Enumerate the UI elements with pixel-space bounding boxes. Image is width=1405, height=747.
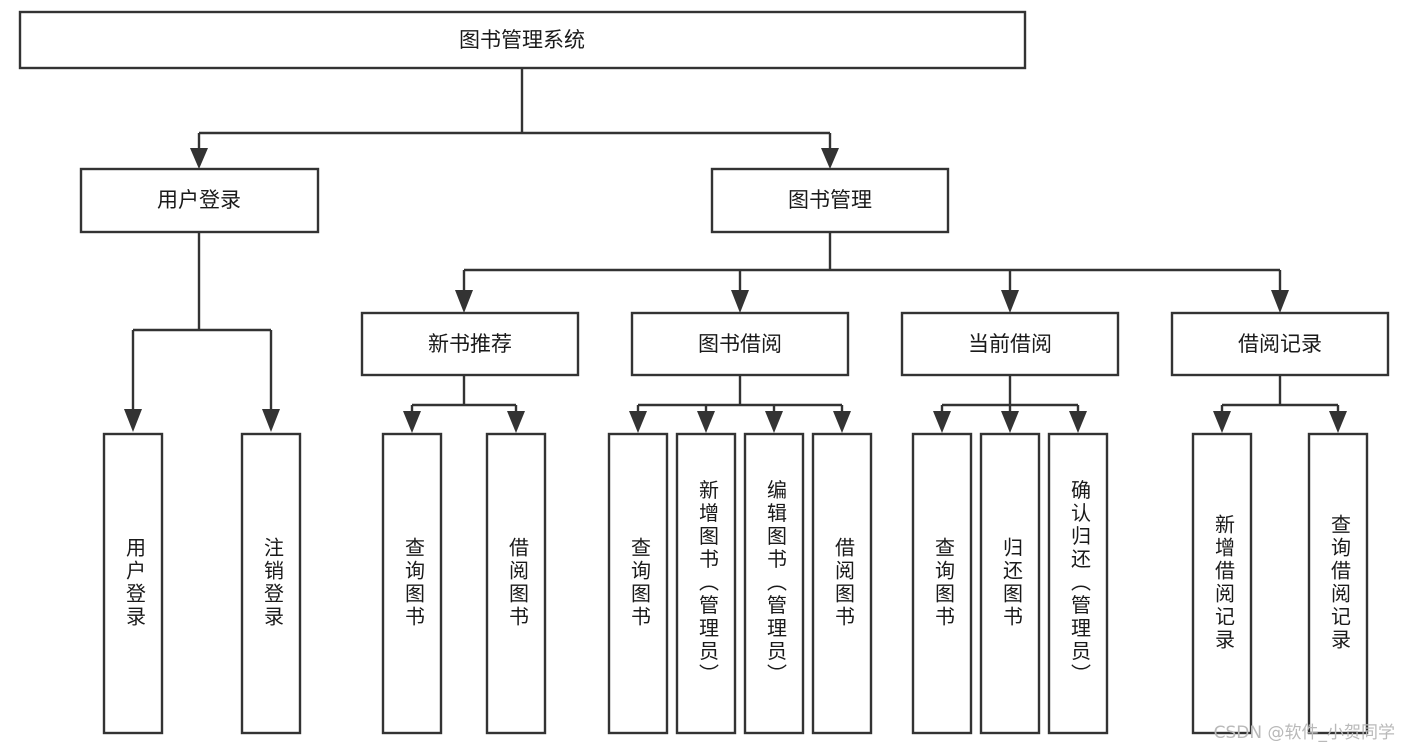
leaf-query-book-1-box[interactable] [381, 432, 443, 735]
arrowhead-leaf-borrow-book-1 [507, 411, 525, 433]
node-borrow-record[interactable]: 借阅记录 [1170, 311, 1390, 377]
leaf-add-book-box[interactable] [675, 432, 737, 735]
node-book-management-box[interactable] [710, 167, 950, 234]
leaf-add-record-label: 新增借阅记录 [1212, 514, 1236, 652]
node-new-book-recommend[interactable]: 新书推荐 [360, 311, 580, 377]
arrowhead-leaf-query-record [1329, 411, 1347, 433]
connectors-user-login-to-leaves [124, 232, 280, 432]
leaf-borrow-book-2-label: 借阅图书 [832, 537, 856, 629]
leaf-confirm-return-box[interactable] [1047, 432, 1109, 735]
arrowhead-leaf-add-book [697, 411, 715, 433]
leaf-edit-book-box[interactable] [743, 432, 805, 735]
leaf-query-book-3-label: 查询图书 [932, 537, 956, 629]
leaf-query-book-2-box[interactable] [607, 432, 669, 735]
leaf-node-borrow-book-2[interactable]: 借阅图书 [811, 432, 873, 735]
leaf-add-record-box[interactable] [1191, 432, 1253, 735]
leaf-confirm-return-label: 确认归还（管理员） [1068, 479, 1092, 686]
node-root-label: 图书管理系统 [459, 28, 585, 52]
leaf-node-query-book-3[interactable]: 查询图书 [911, 432, 973, 735]
leaf-borrow-book-1-box[interactable] [485, 432, 547, 735]
arrowhead-leaf-query-book-1 [403, 411, 421, 433]
connectors-book-borrow-to-leaves [629, 375, 851, 433]
node-borrow-record-box[interactable] [1170, 311, 1390, 377]
leaf-node-query-book-1[interactable]: 查询图书 [381, 432, 443, 735]
leaf-return-book-box[interactable] [979, 432, 1041, 735]
node-new-book-recommend-label: 新书推荐 [428, 332, 512, 356]
node-current-borrow-label: 当前借阅 [968, 332, 1052, 356]
arrowhead-borrow-record [1271, 290, 1289, 313]
leaf-node-logout-login[interactable]: 注销登录 [240, 432, 302, 735]
arrowhead-current-borrow [1001, 290, 1019, 313]
leaf-query-record-box[interactable] [1307, 432, 1369, 735]
leaf-logout-login-label: 注销登录 [261, 537, 285, 629]
arrowhead-leaf-borrow-book-2 [833, 411, 851, 433]
arrowhead-book-borrow [731, 290, 749, 313]
node-borrow-record-label: 借阅记录 [1238, 332, 1322, 356]
node-root-box[interactable] [18, 10, 1027, 70]
leaf-node-confirm-return[interactable]: 确认归还（管理员） [1047, 432, 1109, 735]
leaf-node-return-book[interactable]: 归还图书 [979, 432, 1041, 735]
arrowhead-new-book-recommend [455, 290, 473, 313]
leaf-borrow-book-2-box[interactable] [811, 432, 873, 735]
leaf-node-edit-book[interactable]: 编辑图书（管理员） [743, 432, 805, 735]
leaf-user-login-box[interactable] [102, 432, 164, 735]
arrowhead-leaf-confirm-return [1069, 411, 1087, 433]
node-user-login[interactable]: 用户登录 [79, 167, 320, 234]
arrowhead-leaf-add-record [1213, 411, 1231, 433]
node-root[interactable]: 图书管理系统 [18, 10, 1027, 70]
arrowhead-leaf-user-login [124, 409, 142, 432]
leaf-return-book-label: 归还图书 [1000, 537, 1024, 629]
leaf-node-add-book[interactable]: 新增图书（管理员） [675, 432, 737, 735]
leaf-query-record-label: 查询借阅记录 [1328, 514, 1352, 652]
node-user-login-label: 用户登录 [157, 188, 241, 212]
leaf-query-book-1-label: 查询图书 [402, 537, 426, 629]
node-current-borrow-box[interactable] [900, 311, 1120, 377]
node-book-borrow[interactable]: 图书借阅 [630, 311, 850, 377]
node-new-book-recommend-box[interactable] [360, 311, 580, 377]
node-user-login-box[interactable] [79, 167, 320, 234]
connectors-book-management-to-level3 [455, 232, 1289, 313]
node-book-management-label: 图书管理 [788, 188, 872, 212]
arrowhead-leaf-query-book-3 [933, 411, 951, 433]
leaf-borrow-book-1-label: 借阅图书 [506, 537, 530, 629]
arrowhead-leaf-query-book-2 [629, 411, 647, 433]
arrowhead-book-management [821, 148, 839, 169]
leaf-add-book-label: 新增图书（管理员） [696, 479, 720, 686]
leaf-node-borrow-book-1[interactable]: 借阅图书 [485, 432, 547, 735]
connectors-root-to-level2 [190, 68, 839, 169]
leaf-node-query-record[interactable]: 查询借阅记录 [1307, 432, 1369, 735]
arrowhead-leaf-logout-login [262, 409, 280, 432]
leaf-node-user-login[interactable]: 用户登录 [102, 432, 164, 735]
arrowhead-leaf-return-book [1001, 411, 1019, 433]
node-book-borrow-box[interactable] [630, 311, 850, 377]
node-current-borrow[interactable]: 当前借阅 [900, 311, 1120, 377]
connectors-new-book-recommend-to-leaves [403, 375, 525, 433]
connectors-current-borrow-to-leaves [933, 375, 1087, 433]
leaf-node-add-record[interactable]: 新增借阅记录 [1191, 432, 1253, 735]
leaf-query-book-2-label: 查询图书 [628, 537, 652, 629]
leaf-query-book-3-box[interactable] [911, 432, 973, 735]
arrowhead-leaf-edit-book [765, 411, 783, 433]
leaf-node-query-book-2[interactable]: 查询图书 [607, 432, 669, 735]
connectors-borrow-record-to-leaves [1213, 375, 1347, 433]
leaf-user-login-label: 用户登录 [123, 537, 147, 629]
leaf-edit-book-label: 编辑图书（管理员） [764, 479, 788, 686]
node-book-borrow-label: 图书借阅 [698, 332, 782, 356]
leaf-logout-login-box[interactable] [240, 432, 302, 735]
arrowhead-user-login [190, 148, 208, 169]
node-book-management[interactable]: 图书管理 [710, 167, 950, 234]
